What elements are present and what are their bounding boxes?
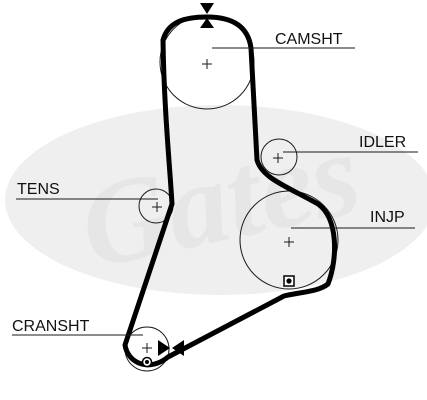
camshaft-center-cross <box>202 59 212 69</box>
watermark: Gates <box>5 105 427 295</box>
watermark-oval <box>5 105 427 295</box>
crankshaft-timing-mark-triangle-icon <box>158 340 170 356</box>
crankshaft-timing-mark-dot-icon <box>141 356 153 368</box>
crankshaft-center-cross <box>142 343 152 353</box>
camshaft-timing-mark-triangle-icon <box>200 3 214 14</box>
tensioner-center-cross <box>152 202 162 212</box>
timing-belt <box>122 14 338 368</box>
injection-pump-center-cross <box>284 237 294 247</box>
cransht-label: CRANSHT <box>12 318 90 335</box>
tens-label: TENS <box>17 181 60 198</box>
idler-pulley <box>260 138 298 176</box>
injection-pump-timing-mark-dot-icon <box>283 275 295 287</box>
crankshaft-timing-mark-triangle-right-icon <box>172 340 184 356</box>
camshaft-timing-mark-triangle-lower-icon <box>200 18 214 28</box>
injp-label: INJP <box>370 209 405 226</box>
idler-center-cross <box>273 153 283 163</box>
idler-label: IDLER <box>359 134 406 151</box>
camsht-label: CAMSHT <box>275 31 343 48</box>
